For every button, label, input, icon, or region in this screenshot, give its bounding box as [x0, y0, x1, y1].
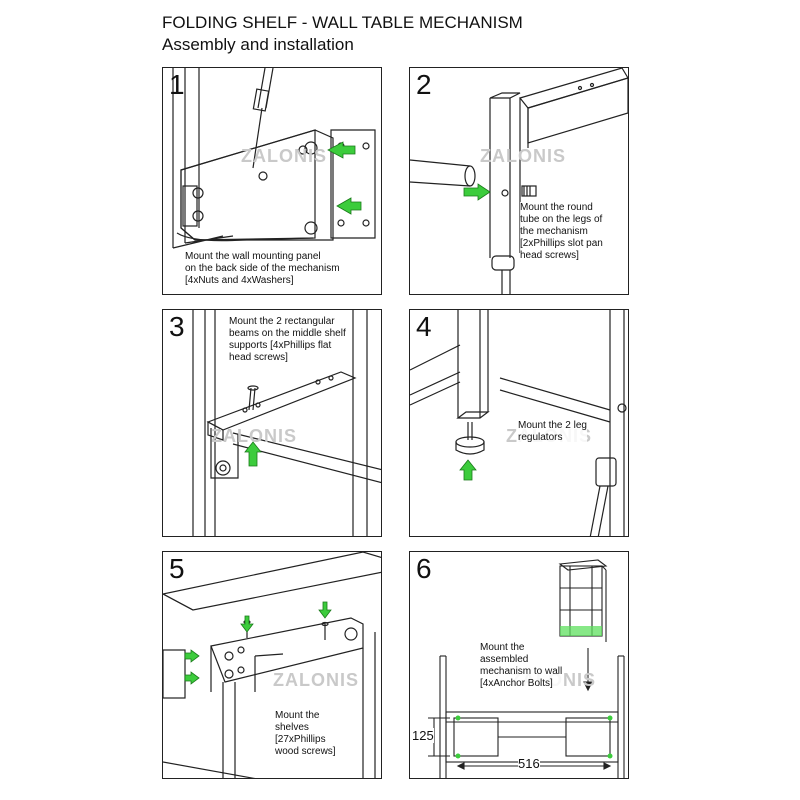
step-1-caption: Mount the wall mounting panel on the bac… — [185, 251, 340, 287]
step-4-caption: Mount the 2 leg regulators — [518, 420, 587, 444]
green-arrow-icon — [240, 615, 254, 633]
step-1-illustration — [172, 68, 376, 249]
green-arrow-icon — [336, 197, 362, 215]
step-4-number: 4 — [416, 311, 432, 342]
step-5-panel: 5 ZALONIS — [162, 551, 382, 779]
step-1-number: 1 — [169, 69, 185, 100]
green-arrow-icon — [327, 141, 356, 159]
step-5-illustration — [163, 552, 381, 778]
step-6-panel: 6 ZALONIS — [409, 551, 629, 779]
watermark: ZALONIS — [480, 146, 566, 166]
step-3-number: 3 — [169, 311, 185, 342]
green-arrow-icon — [463, 183, 491, 201]
step-6-caption: Mount the assembled mechanism to wall [4… — [480, 642, 563, 690]
green-arrow-icon — [318, 601, 332, 619]
step-3-illustration — [192, 310, 381, 536]
green-arrow-icon — [184, 649, 200, 663]
step-5-caption: Mount the shelves [27xPhillips wood scre… — [275, 710, 336, 758]
step-2-caption: Mount the round tube on the legs of the … — [520, 202, 603, 262]
step-2-number: 2 — [416, 69, 432, 100]
green-arrow-icon — [184, 671, 200, 685]
step-1-panel: 1 ZALONIS — [162, 67, 382, 295]
step-4-panel: 4 ZALONIS Mount the 2 leg re — [409, 309, 629, 537]
step-3-caption: Mount the 2 rectangular beams on the mid… — [229, 316, 346, 364]
step-4-illustration — [410, 310, 627, 536]
watermark: ZALONIS — [273, 670, 359, 690]
step-2-illustration — [410, 68, 628, 294]
step-5-number: 5 — [169, 553, 185, 584]
step-3-panel: 3 ZALONIS Mount the 2 rectangula — [162, 309, 382, 537]
green-arrow-icon — [244, 441, 262, 467]
dimension-width-label: 516 — [518, 756, 540, 771]
page-subtitle: Assembly and installation — [162, 35, 354, 54]
watermark: ZALONIS — [241, 146, 327, 166]
green-arrow-icon — [459, 459, 477, 481]
dimension-height-label: 125 — [412, 728, 434, 743]
watermark: ZALONIS — [211, 426, 297, 446]
step-6-number: 6 — [416, 553, 432, 584]
page-title: FOLDING SHELF - WALL TABLE MECHANISM — [162, 13, 523, 32]
step-2-panel: 2 ZALONIS Mount the round — [409, 67, 629, 295]
